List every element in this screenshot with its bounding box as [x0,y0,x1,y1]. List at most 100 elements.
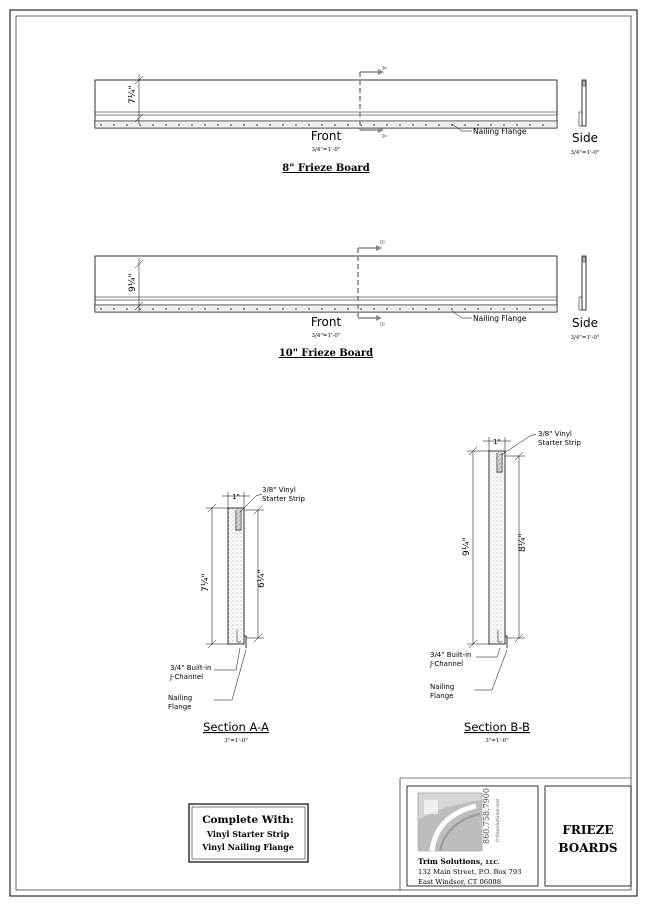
board8-cut-label-bottom: A [380,134,387,139]
nail-hole [295,308,297,310]
company-address-2: East Windsor, CT 06088 [418,878,501,886]
board8-title: 8" Frieze Board [282,163,369,174]
section-a-overall-dim: 7¼" [201,573,211,592]
company-logo [417,792,483,852]
nail-hole [165,308,167,310]
outer-border [9,9,638,897]
inner-border [15,15,632,891]
nail-hole [334,124,336,126]
nail-hole [191,124,193,126]
nail-hole [347,308,349,310]
board8-side-scale: 3/4"=1'-0" [571,150,600,156]
nail-hole [308,124,310,126]
board10-front-label: Front [311,315,342,329]
nail-hole [113,124,115,126]
section-b-face-dim: 8¼" [518,533,528,552]
board10-cut-label-top: B [378,240,385,244]
nail-hole [425,124,427,126]
section-a-profile [206,492,264,701]
nail-hole [217,308,219,310]
board8-height-dimension: 7¼" [128,85,138,104]
nail-hole [282,308,284,310]
nail-hole [516,124,518,126]
nail-hole [464,308,466,310]
section-a-jchannel-line2: J-Channel [169,673,203,681]
complete-with-box-outer [188,803,309,863]
nail-hole [373,308,375,310]
nail-hole [425,308,427,310]
section-b-flange-line2: Flange [430,692,453,700]
board8-front-scale: 3/4"=1'-0" [312,147,341,153]
complete-with-box-inner [191,806,306,860]
nail-hole [516,308,518,310]
board10-front-view [94,245,558,321]
nail-hole [373,124,375,126]
board10-side-view [578,255,587,311]
company-web: trimsolutions.net [495,798,501,842]
nail-hole [178,308,180,310]
nail-hole [126,124,128,126]
section-b-jchannel-line2: J-Channel [429,660,463,668]
complete-with-title: Complete With: [202,814,294,826]
nail-hole [152,124,154,126]
board10-title: 10" Frieze Board [279,348,373,359]
nail-hole [243,124,245,126]
board10-height-dimension: 9¼" [128,273,138,292]
nail-hole [490,124,492,126]
board8-cut-label-top: A [380,66,387,71]
nail-hole [347,124,349,126]
complete-with-item-1: Vinyl Starter Strip [206,829,290,839]
section-a-title: Section A-A [203,720,269,734]
nail-hole [269,308,271,310]
board10-side-scale: 3/4"=1'-0" [571,335,600,341]
section-b-flange-line1: Nailing [430,683,454,691]
section-b-starter-line2: Starter Strip [538,439,582,447]
nail-hole [126,308,128,310]
board10-front-scale: 3/4"=1'-0" [312,333,341,339]
complete-with-item-2: Vinyl Nailing Flange [201,842,294,852]
company-name: Trim Solutions,LLC. [418,857,500,866]
nail-hole [204,308,206,310]
nail-hole [464,124,466,126]
nail-hole [386,308,388,310]
board10-cut-label-bottom: B [378,322,385,326]
nail-hole [542,124,544,126]
board8-front-label: Front [311,129,342,143]
section-a-width-dim: 1" [232,493,240,501]
section-a-flange-line2: Flange [168,703,191,711]
nail-hole [282,124,284,126]
nail-hole [438,124,440,126]
section-a-starter-line1: 3/8" Vinyl [262,486,296,494]
nail-hole [529,308,531,310]
nail-hole [243,308,245,310]
sheet-title-line-2: BOARDS [558,841,617,855]
nail-hole [334,308,336,310]
section-b-scale: 3"=1'-0" [485,738,509,744]
section-a-starter-line2: Starter Strip [262,495,306,503]
section-b-overall-dim: 9¼" [462,537,472,556]
nail-hole [230,124,232,126]
company-block [406,785,539,887]
board10-side-label: Side [572,316,598,330]
nail-hole [230,308,232,310]
nail-hole [399,308,401,310]
nail-hole [217,124,219,126]
nail-hole [100,308,102,310]
section-b-width-dim: 1" [493,438,501,446]
section-a-flange-line1: Nailing [168,694,192,702]
nail-hole [269,124,271,126]
section-b-jchannel-line1: 3/4" Built-in [430,651,472,659]
sheet-title-line-1: FRIEZE [562,823,613,837]
nail-hole [490,308,492,310]
nail-hole [191,308,193,310]
nail-hole [139,124,141,126]
nail-hole [542,308,544,310]
nail-hole [100,124,102,126]
nail-hole [360,308,362,310]
board8-side-view [578,79,587,127]
nail-hole [295,124,297,126]
board8-flange-label: Nailing Flange [473,127,527,136]
board10-flange-label: Nailing Flange [473,314,527,323]
nail-hole [438,308,440,310]
